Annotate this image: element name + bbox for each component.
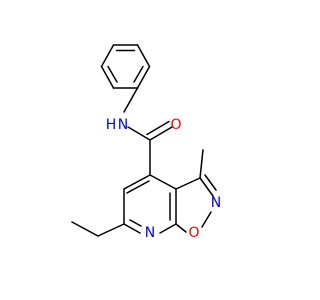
amide-nitrogen-label: N <box>118 117 128 133</box>
pyridine-double-bond <box>126 180 150 194</box>
structure-canvas: N H O N O N <box>71 44 222 241</box>
molecule-structure: N H O N O N <box>71 44 222 241</box>
isoxazole-bond <box>201 211 212 228</box>
ethyl-bond <box>97 223 125 237</box>
isoxazole-bond <box>175 223 187 233</box>
ethyl-bond <box>71 221 99 237</box>
amide-hydrogen-label: H <box>106 117 117 133</box>
phenyl-amide-bond <box>123 87 139 113</box>
pyridine-bond <box>123 223 141 234</box>
phenyl-ring <box>100 44 151 89</box>
isoxazole-double-bond <box>204 174 217 191</box>
phenyl-double-bond <box>107 65 118 83</box>
atom-labels: N H O N O N <box>106 117 222 241</box>
isoxazole-bond <box>175 177 201 190</box>
carbonyl-double-bond <box>146 120 170 136</box>
pyridine-nitrogen-label: N <box>145 225 155 241</box>
isoxazole-bond <box>199 177 214 197</box>
carbonyl-oxygen-label: O <box>170 117 181 133</box>
isoxazole-oxygen-label: O <box>188 225 199 241</box>
isoxazole-ring <box>175 174 217 233</box>
pyridine-bond <box>159 223 177 234</box>
phenyl-bond <box>136 65 151 89</box>
isoxazole-nitrogen-label: N <box>211 195 221 211</box>
pyridine-bond <box>149 174 177 190</box>
phenyl-bond <box>100 44 115 68</box>
pyridine-double-bond <box>129 219 142 227</box>
phenyl-bond <box>136 44 151 68</box>
phenyl-double-bond <box>133 65 144 83</box>
pyridine-ring <box>123 174 177 234</box>
pyridine-bond <box>123 174 151 190</box>
phenyl-bond <box>100 65 115 89</box>
carbonyl-double-bond <box>149 126 173 141</box>
methyl-bond <box>199 149 204 179</box>
amide-bond <box>127 126 151 141</box>
